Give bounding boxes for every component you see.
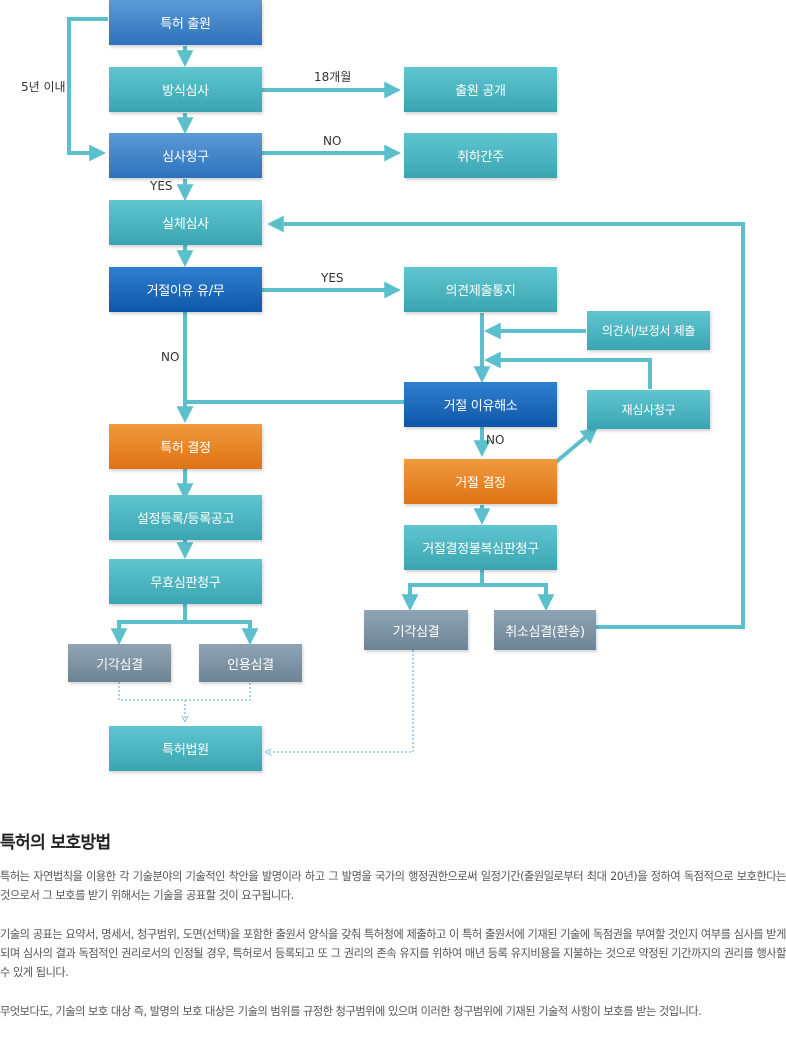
label-yes-exam: YES xyxy=(150,179,173,193)
box-reexam-request: 재심사청구 xyxy=(587,390,710,429)
box-rejection-decision: 거절 결정 xyxy=(404,459,557,504)
box-resolve-rejection: 거절 이유해소 xyxy=(404,382,557,427)
box-appeal-trial: 거절결정불복심판청구 xyxy=(404,525,557,570)
box-substantive-exam: 실체심사 xyxy=(109,200,262,245)
patent-process-flowchart: 특허 출원 방식심사 출원 공개 심사청구 취하간주 실체심사 거절이유 유/무… xyxy=(21,0,745,790)
flow-connectors xyxy=(67,17,745,790)
box-patent-court: 특허법원 xyxy=(109,726,262,771)
box-dismissed-right: 기각심결 xyxy=(364,610,468,650)
article-paragraph-3: 무엇보다도, 기술의 보호 대상 즉, 발명의 보호 대상은 기술의 범위를 규… xyxy=(0,1005,702,1018)
label-within-5-years: 5년 이내 xyxy=(21,80,66,94)
box-revoked: 취소심결(환송) xyxy=(494,610,596,650)
box-patent-decision: 특허 결정 xyxy=(109,424,262,469)
label-no-exam-request: NO xyxy=(323,134,342,148)
box-rejection-reason: 거절이유 유/무 xyxy=(109,267,262,312)
box-accepted: 인용심결 xyxy=(199,644,302,682)
box-exam-request: 심사청구 xyxy=(109,133,262,178)
box-opinion-submit: 의견서/보정서 제출 xyxy=(587,311,710,350)
label-18-months: 18개월 xyxy=(314,70,352,84)
box-invalidation-trial: 무효심판청구 xyxy=(109,559,262,604)
article-heading: 특허의 보호방법 xyxy=(0,833,111,853)
box-opinion-notice: 의견제출통지 xyxy=(404,267,557,312)
box-formality-exam: 방식심사 xyxy=(109,67,262,112)
article-paragraph-2: 기술의 공표는 요약서, 명세서, 청구범위, 도면(선택)을 포함한 출원서 … xyxy=(0,928,786,979)
label-no-resolve: NO xyxy=(486,433,505,447)
box-registration: 설정등록/등록공고 xyxy=(109,495,262,540)
label-no-rejection: NO xyxy=(161,350,180,364)
box-publication: 출원 공개 xyxy=(404,67,557,112)
article-section: 특허의 보호방법 특허는 자연법칙을 이용한 각 기술분야의 기술적인 착안을 … xyxy=(0,828,786,1041)
label-yes-rejection: YES xyxy=(321,271,344,285)
box-deemed-withdrawn: 취하간주 xyxy=(404,133,557,178)
box-dismissed-left: 기각심결 xyxy=(68,644,171,682)
box-patent-application: 특허 출원 xyxy=(109,0,262,45)
article-paragraph-1: 특허는 자연법칙을 이용한 각 기술분야의 기술적인 착안을 발명이라 하고 그… xyxy=(0,870,786,902)
